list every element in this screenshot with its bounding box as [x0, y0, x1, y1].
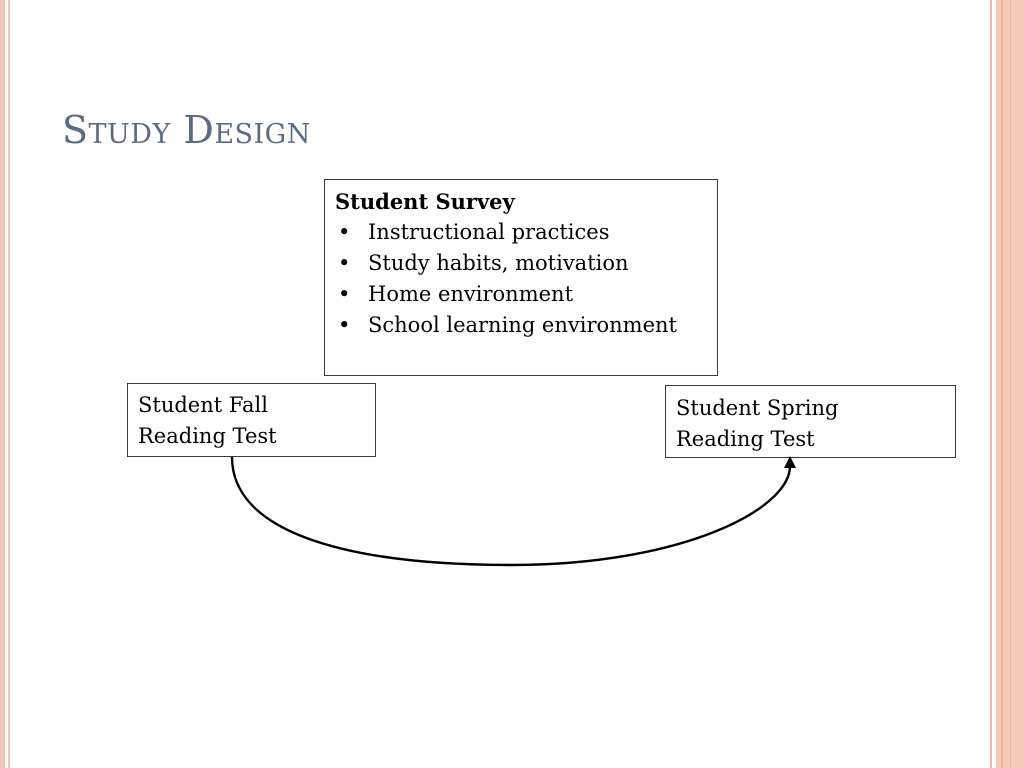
student-survey-box: Student Survey • Instructional practices … — [324, 179, 718, 376]
bullet-icon: • — [338, 282, 351, 306]
spring-test-line-2: Reading Test — [676, 427, 815, 451]
fall-reading-test-box: Student Fall Reading Test — [127, 383, 376, 457]
bullet-icon: • — [338, 220, 351, 244]
survey-item: • Instructional practices — [335, 217, 707, 248]
left-border-stripe — [0, 0, 5, 768]
fall-test-line-1: Student Fall — [138, 393, 268, 417]
right-border-stripe — [1010, 0, 1011, 768]
slide-title: Study Design — [62, 108, 311, 152]
survey-item-label: School learning environment — [368, 313, 677, 337]
left-border-stripe — [8, 0, 10, 768]
survey-item-label: Home environment — [368, 282, 574, 306]
fall-test-line-2: Reading Test — [138, 424, 277, 448]
right-border-stripe — [1001, 0, 1003, 768]
connector-curve — [230, 456, 792, 567]
survey-item-label: Study habits, motivation — [368, 251, 629, 275]
survey-heading: Student Survey — [335, 189, 515, 214]
bullet-icon: • — [338, 313, 351, 337]
bullet-icon: • — [338, 251, 351, 275]
survey-item-label: Instructional practices — [368, 220, 610, 244]
survey-item-list: • Instructional practices • Study habits, … — [335, 217, 707, 341]
right-border-stripe — [990, 0, 992, 768]
spring-reading-test-box: Student Spring Reading Test — [665, 385, 956, 458]
survey-item: • Study habits, motivation — [335, 248, 707, 279]
spring-test-line-1: Student Spring — [676, 396, 839, 420]
survey-item: • School learning environment — [335, 310, 707, 341]
survey-item: • Home environment — [335, 279, 707, 310]
